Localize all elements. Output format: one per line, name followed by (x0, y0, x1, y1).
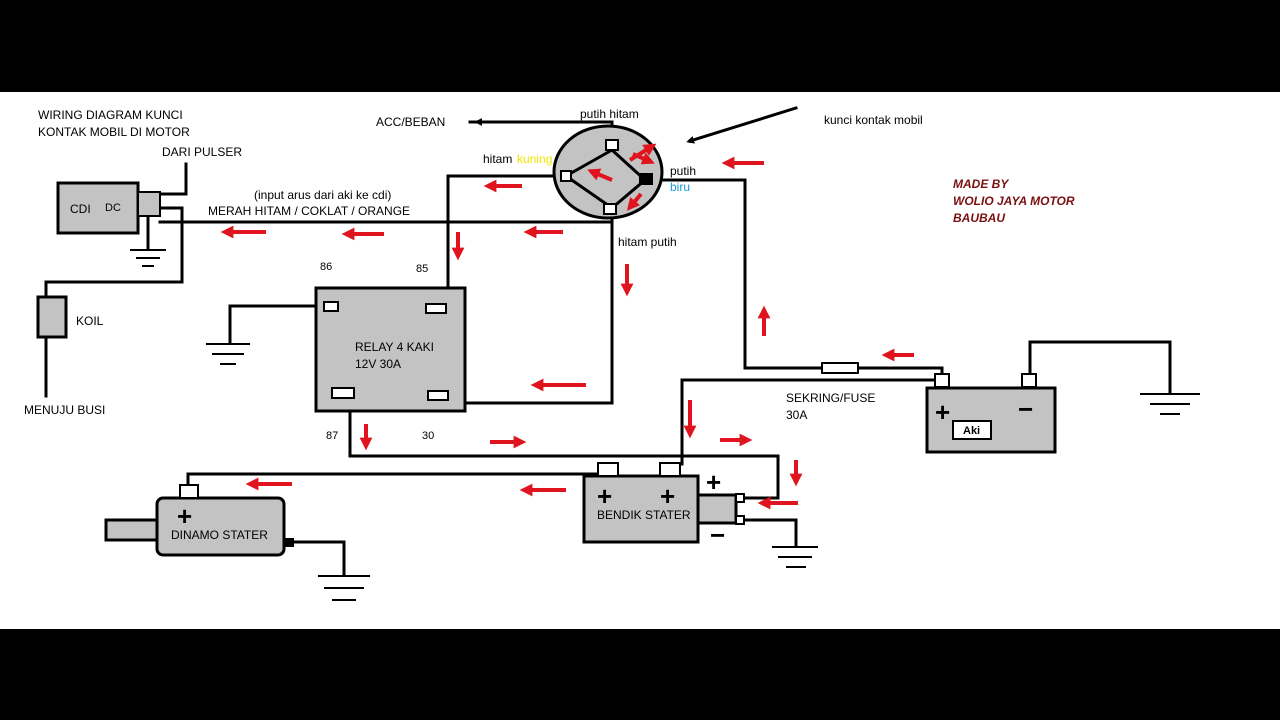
wire-bendik-ground (740, 518, 798, 547)
kuning-label: kuning (517, 152, 552, 166)
relay-pin-85 (425, 303, 447, 314)
battery-minus-sign: − (1018, 394, 1033, 424)
relay-pin-87 (331, 387, 355, 399)
dinamo-plus: + (177, 501, 192, 531)
bendik-solenoid (696, 493, 738, 525)
bendik-plus-1: + (597, 481, 612, 511)
flow-arrow (632, 152, 655, 165)
pin-30-label: 30 (422, 430, 434, 442)
letterbox-top (0, 0, 1280, 92)
bendik-box (582, 474, 700, 544)
wire-cdi-koil (44, 206, 184, 300)
koil-box (36, 295, 68, 339)
wire-switch-relay30 (438, 210, 614, 405)
cdi-label: CDI (70, 202, 91, 216)
flow-arrow (626, 192, 643, 211)
ground-bendik-icon (772, 546, 818, 568)
relay-pin-30 (427, 390, 449, 401)
bendik-terminal-1 (597, 462, 619, 477)
wire-relay86-ground (228, 304, 332, 344)
sekring-label-1: SEKRING/FUSE (786, 391, 875, 405)
bendik-solenoid-pin-minus (735, 515, 745, 525)
putih-label: putih (670, 164, 696, 178)
aki-label-box (952, 420, 992, 440)
battery-plus-sign: + (935, 397, 950, 427)
koil-label: KOIL (76, 314, 104, 328)
hitam-label: hitam (483, 152, 512, 166)
battery-terminal-minus (1021, 373, 1037, 388)
ground-battery-icon (1140, 393, 1200, 415)
letterbox-bottom (0, 629, 1280, 720)
bendik-label: BENDIK STATER (597, 508, 691, 522)
bendik-solenoid-minus: − (710, 520, 725, 550)
terminal-hitam-kuning (560, 170, 572, 182)
wire-battery-bendik (680, 378, 944, 466)
title-line1: WIRING DIAGRAM KUNCI (38, 108, 183, 122)
dinamo-shaft (104, 518, 162, 542)
terminal-putih-biru (639, 173, 653, 185)
wires (44, 106, 1172, 576)
pin-87-label: 87 (326, 430, 338, 442)
ground-relay-icon (206, 343, 250, 365)
relay-pin-86 (323, 301, 339, 312)
merah-hitam-label: MERAH HITAM / COKLAT / ORANGE (208, 204, 410, 218)
aki-label: Aki (963, 425, 980, 437)
dinamo-terminal (179, 484, 199, 499)
kunci-kontak-label: kunci kontak mobil (824, 113, 923, 127)
bendik-plus-2: + (660, 481, 675, 511)
wire-switch-fuse (643, 178, 824, 370)
pin-86-label: 86 (320, 261, 332, 273)
flow-arrow (587, 168, 613, 182)
terminal-putih-hitam (605, 139, 619, 151)
dari-pulser-label: DARI PULSER (162, 145, 242, 159)
maker-line2: WOLIO JAYA MOTOR (953, 194, 1075, 208)
maker-line3: BAUBAU (953, 211, 1005, 225)
cdi-box (56, 181, 140, 235)
acc-beban-label: ACC/BEBAN (376, 115, 445, 129)
ground-cdi-icon (130, 249, 166, 267)
biru-label: biru (670, 180, 690, 194)
battery-terminal-plus (934, 373, 950, 388)
ignition-switch (552, 124, 664, 220)
wire-battery-ground (1028, 340, 1172, 394)
terminal-hitam-putih (603, 203, 617, 215)
wire-pulser (158, 162, 188, 196)
ground-symbols (130, 249, 1200, 601)
current-flow-arrows (220, 143, 914, 510)
maker-line1: MADE BY (953, 177, 1009, 191)
dinamo-box (155, 496, 286, 557)
fuse (821, 362, 859, 374)
bendik-terminal-2 (659, 462, 681, 477)
dinamo-label: DINAMO STATER (171, 528, 268, 542)
dc-label: DC (105, 202, 121, 214)
pin-85-label: 85 (416, 263, 428, 275)
title-line2: KONTAK MOBIL DI MOTOR (38, 125, 190, 139)
ignition-switch-body (552, 124, 664, 220)
dinamo-ground-terminal (284, 538, 294, 547)
flow-arrow (628, 143, 657, 162)
relay-label-1: RELAY 4 KAKI (355, 340, 434, 354)
input-arus-label: (input arus dari aki ke cdi) (254, 188, 391, 202)
bendik-solenoid-pin-plus (735, 493, 745, 503)
hitam-putih-label: hitam putih (618, 235, 677, 249)
relay-label-2: 12V 30A (355, 357, 401, 371)
key-pointer-line (686, 106, 798, 144)
wire-switch-relay85 (446, 174, 568, 304)
ground-dinamo-icon (318, 575, 370, 601)
wire-dinamo-ground (290, 540, 346, 576)
sekring-label-2: 30A (786, 408, 807, 422)
bendik-solenoid-plus: + (706, 467, 721, 497)
putih-hitam-label: putih hitam (580, 107, 639, 121)
menuju-busi-label: MENUJU BUSI (24, 403, 105, 417)
cdi-connector (137, 191, 161, 217)
